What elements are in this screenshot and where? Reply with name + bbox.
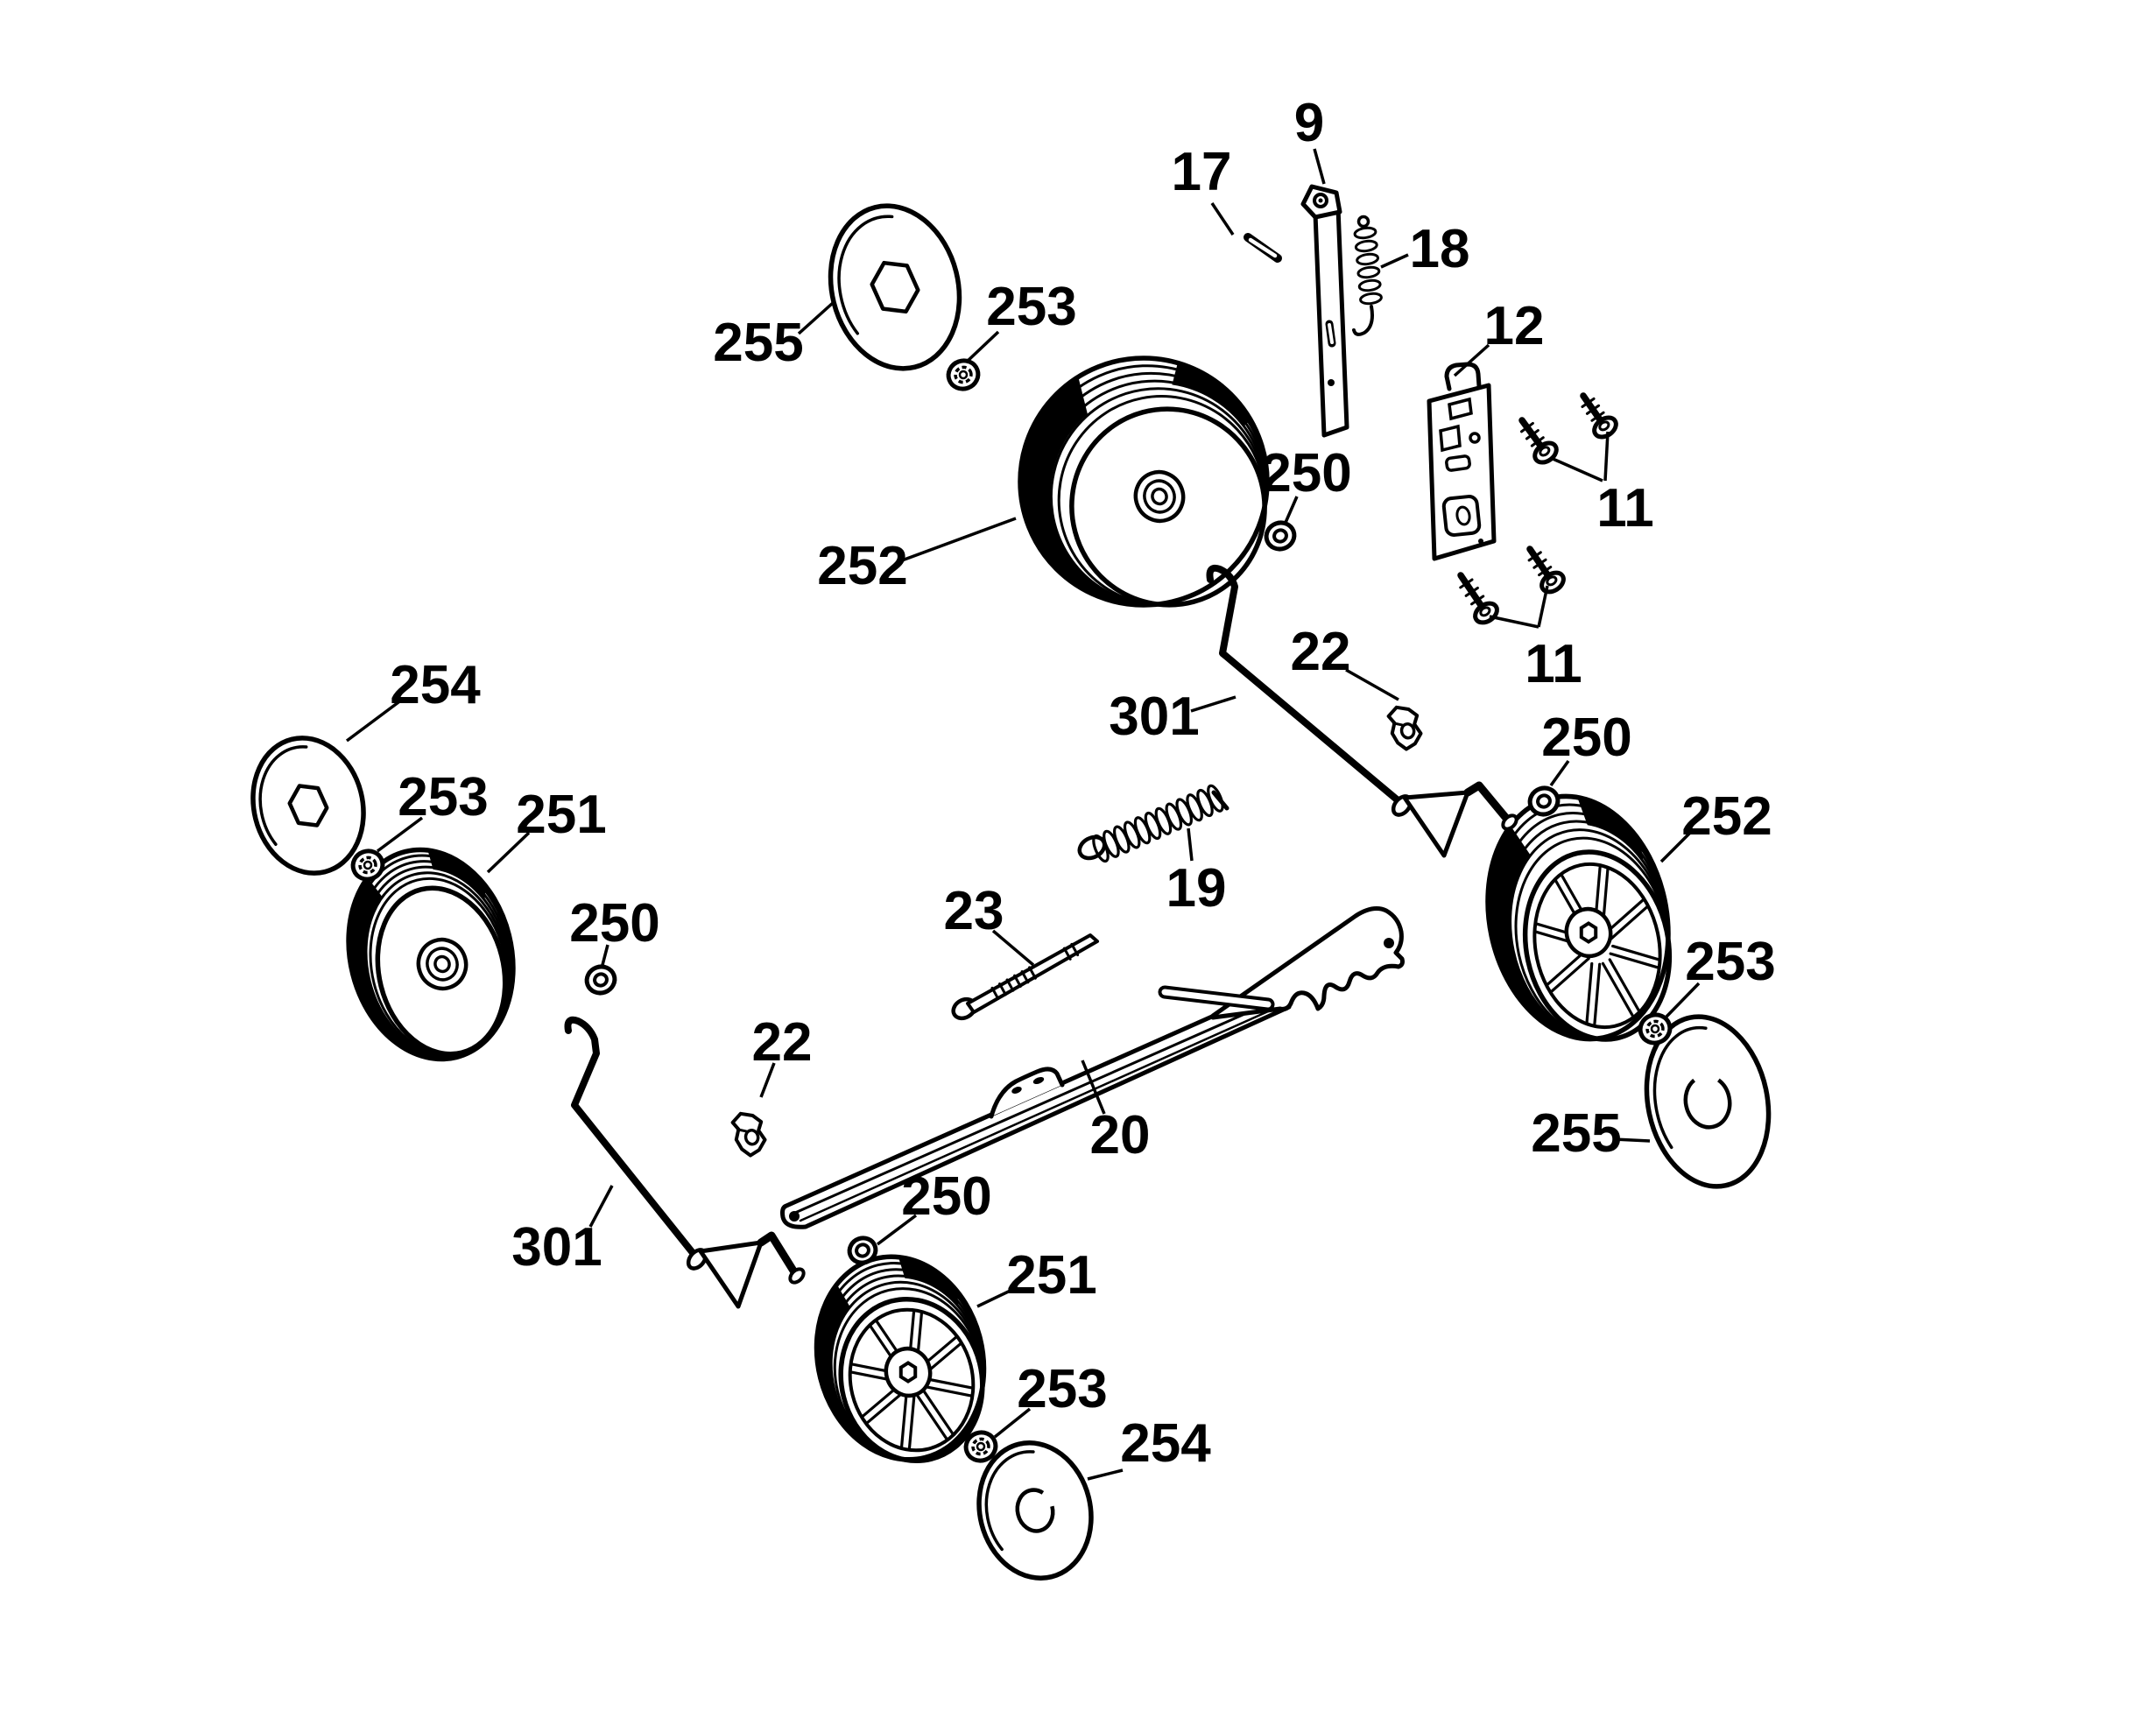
handle-bracket-9 — [1300, 184, 1349, 438]
callout-17-label: 17 — [1172, 142, 1232, 202]
lock-washer-253-top — [946, 358, 981, 391]
callout-253-left-label: 253 — [398, 767, 488, 827]
callout-250-bottom-label: 250 — [901, 1166, 991, 1227]
hubcap-254-bottom — [976, 1440, 1094, 1581]
callout-18-label: 18 — [1410, 219, 1470, 279]
height-adjuster-lever-20 — [780, 906, 1405, 1229]
callout-251-bottom-label: 251 — [1006, 1245, 1096, 1306]
pin-17 — [1244, 233, 1282, 263]
callout-253-top-label: 253 — [986, 277, 1076, 337]
hubcap-254-left — [250, 736, 366, 876]
clip-22-upper — [1386, 705, 1423, 751]
screws-11-upper — [1518, 392, 1618, 465]
callout-253-bottom-label: 253 — [1017, 1359, 1107, 1419]
callout-22-upper-label: 22 — [1291, 622, 1351, 682]
spring-18 — [1352, 215, 1383, 336]
washer-250-right — [1527, 785, 1561, 817]
leader-lines — [345, 148, 1701, 1481]
spring-19 — [1077, 784, 1229, 863]
screws-11-lower — [1457, 546, 1566, 625]
lock-washer-253-bottom — [963, 1430, 998, 1463]
callout-9-label: 9 — [1294, 93, 1324, 153]
index-strip-23 — [951, 933, 1099, 1021]
lock-washer-253-left — [350, 848, 385, 882]
wheel-251-bottom — [814, 1254, 987, 1464]
bracket-plate-12 — [1427, 362, 1497, 561]
callout-255-topleft-label: 255 — [713, 313, 803, 373]
callout-252-top-label: 252 — [817, 536, 907, 596]
callout-251-left-label: 251 — [516, 785, 606, 845]
callout-12-label: 12 — [1484, 296, 1545, 356]
lock-washer-253-right — [1638, 1012, 1673, 1046]
callout-11-upper-label: 11 — [1596, 478, 1654, 539]
callout-301-lower-label: 301 — [511, 1217, 602, 1278]
callout-252-right-label: 252 — [1681, 786, 1772, 847]
axle-rod-301-upper — [1206, 564, 1518, 858]
hubcap-255-topleft — [828, 203, 962, 371]
callout-22-lower-label: 22 — [752, 1012, 813, 1073]
washer-250-bottom — [847, 1236, 878, 1265]
callout-23-label: 23 — [944, 881, 1004, 941]
callout-250-top-label: 250 — [1261, 443, 1351, 503]
washer-250-left — [584, 964, 617, 996]
callout-11-lower-label: 11 — [1525, 634, 1582, 694]
wheel-252-top — [1018, 356, 1270, 608]
wheel-252-right — [1485, 793, 1673, 1042]
callout-254-left-label: 254 — [390, 655, 481, 715]
axle-rod-301-lower — [564, 1016, 806, 1309]
clip-22-lower — [730, 1111, 767, 1158]
callout-301-upper-label: 301 — [1109, 687, 1199, 747]
callouts: 9 17 18 12 11 11 255 253 252 250 301 22 … — [390, 93, 1775, 1474]
callout-255-right-label: 255 — [1531, 1103, 1621, 1164]
washer-250-top — [1264, 520, 1297, 552]
callout-250-right-label: 250 — [1541, 708, 1631, 768]
callout-254-bottom-label: 254 — [1120, 1413, 1211, 1474]
wheel-251-left — [346, 847, 516, 1062]
callout-19-label: 19 — [1166, 858, 1227, 919]
callout-250-left-label: 250 — [569, 893, 659, 954]
callout-20-label: 20 — [1090, 1105, 1151, 1165]
hubcap-255-right — [1644, 1014, 1772, 1189]
callout-253-right-label: 253 — [1685, 932, 1775, 992]
